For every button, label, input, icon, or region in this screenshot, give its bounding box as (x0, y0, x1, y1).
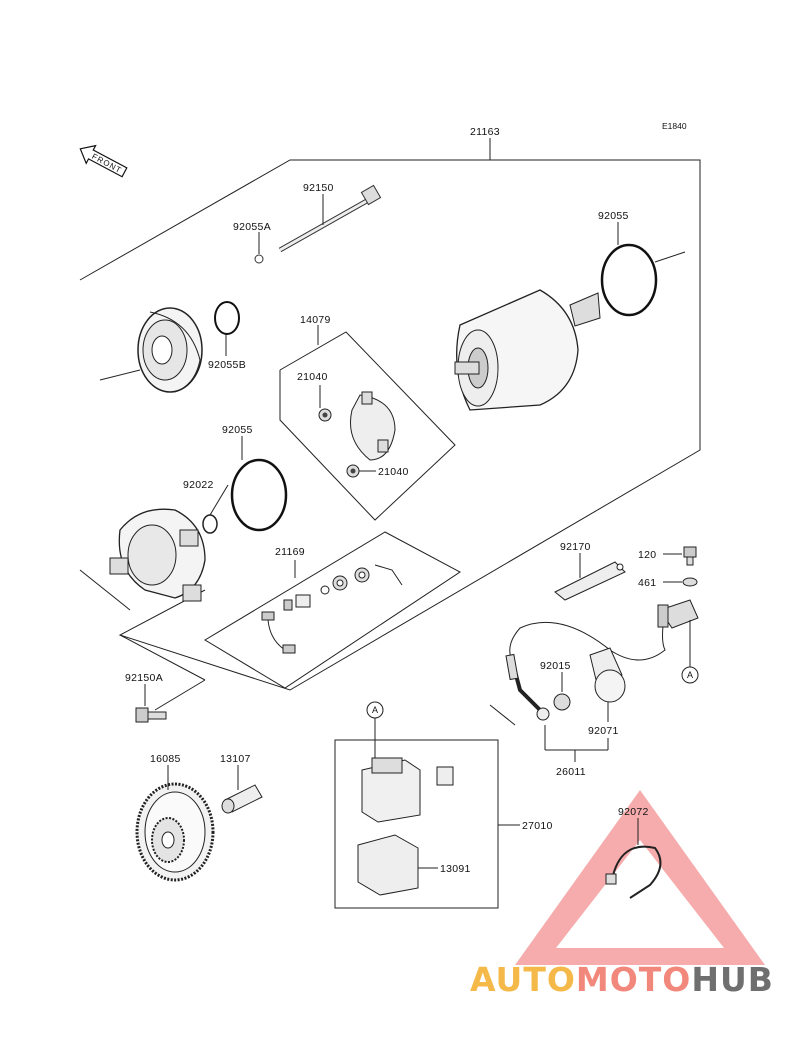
o-ring-92055-icon (600, 243, 658, 317)
label-13091: 13091 (440, 863, 471, 875)
diagram-code: E1840 (662, 121, 687, 131)
watermark-auto: AUTO (470, 960, 576, 999)
label-120: 120 (638, 549, 656, 561)
label-92150a: 92150A (125, 672, 163, 684)
watermark-hub: HUB (691, 960, 774, 999)
front-label: FRONT (90, 152, 123, 175)
label-461: 461 (638, 577, 656, 589)
brush-spring-21040-b-icon (346, 464, 360, 478)
cap-92071-icon (589, 647, 626, 703)
nut-92015-icon (553, 693, 571, 711)
ground-lead-icon (509, 599, 699, 661)
label-92055-mid: 92055 (222, 424, 253, 436)
brush-spring-21040-icon (318, 408, 332, 422)
armature-icon (454, 289, 601, 411)
watermark-moto: MOTO (575, 960, 692, 999)
label-92055b: 92055B (208, 359, 246, 371)
cable-26011-icon (505, 653, 550, 721)
label-16085: 16085 (150, 753, 181, 765)
relay-cover-13091-icon (357, 834, 419, 896)
label-21163: 21163 (470, 126, 500, 138)
brush-kit-parts-icon (261, 567, 370, 654)
shaft-13107-icon (221, 784, 263, 814)
watermark-triangle (515, 790, 765, 965)
washer-461-icon (682, 577, 698, 587)
brush-plate-icon (350, 391, 396, 461)
starter-end-cover-icon (137, 307, 203, 393)
starter-gear-16085-icon (135, 782, 215, 882)
label-21040-b: 21040 (378, 466, 409, 478)
label-92071: 92071 (588, 725, 619, 737)
label-92072: 92072 (618, 806, 649, 818)
watermark-logo: AUTOMOTOHUB (470, 960, 790, 1010)
front-housing-icon (109, 508, 206, 602)
callout-a-right-letter: A (687, 670, 693, 680)
label-92150: 92150 (303, 182, 334, 194)
label-92022: 92022 (183, 479, 214, 491)
brush-kit-frame (204, 531, 461, 689)
guide-lines (79, 251, 686, 726)
relay-box-frame (334, 739, 499, 909)
label-92170: 92170 (560, 541, 591, 553)
washer-92022-icon (202, 514, 218, 534)
o-ring-92055a-icon (254, 254, 264, 264)
label-21040-a: 21040 (297, 371, 328, 383)
starter-relay-icon (361, 757, 421, 823)
o-ring-92055b-icon (214, 301, 240, 335)
callout-a-top-letter: A (372, 705, 378, 715)
fuse-icon (436, 766, 454, 786)
bolt-92150-icon (278, 184, 382, 253)
bolt-92150a-icon (135, 707, 167, 723)
label-26011: 26011 (556, 766, 586, 778)
label-13107: 13107 (220, 753, 251, 765)
front-arrow-icon: FRONT (79, 144, 128, 178)
label-92055-top: 92055 (598, 210, 629, 222)
o-ring-92055-mid-icon (230, 458, 288, 532)
label-27010: 27010 (522, 820, 553, 832)
label-21169: 21169 (275, 546, 305, 558)
label-92015: 92015 (540, 660, 571, 672)
bolt-120-icon (683, 546, 697, 566)
label-92055a: 92055A (233, 221, 271, 233)
brush-holder-frame (279, 325, 456, 521)
label-14079: 14079 (300, 314, 331, 326)
callout-a-right (681, 666, 699, 684)
clamp-92072-icon (605, 845, 662, 899)
lead-92170-icon (554, 561, 626, 601)
